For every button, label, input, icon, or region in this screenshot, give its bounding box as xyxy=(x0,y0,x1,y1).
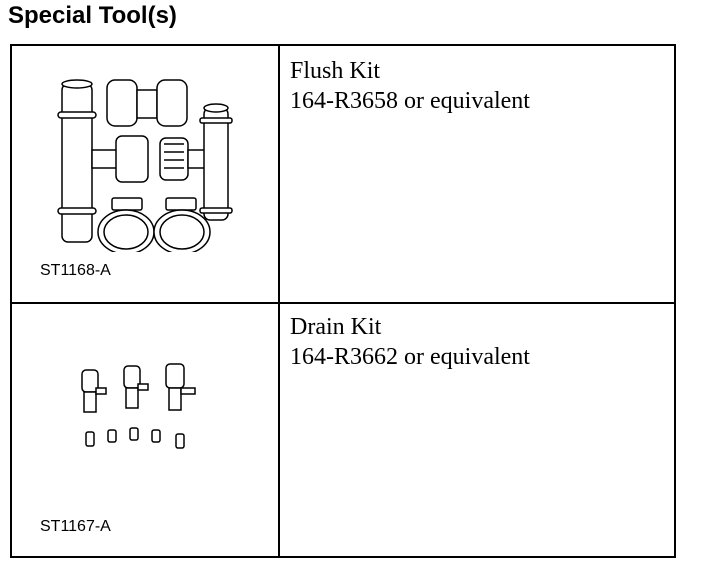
column-divider xyxy=(278,46,280,556)
page-title: Special Tool(s) xyxy=(8,2,177,29)
tool-description: Drain Kit 164-R3662 or equivalent xyxy=(290,312,530,372)
illustration-code: ST1167-A xyxy=(40,518,111,535)
drain-kit-illustration-icon xyxy=(81,363,196,449)
special-tools-table: ST1168-A Flush Kit 164-R3658 or equivale… xyxy=(10,44,676,558)
tool-name: Drain Kit xyxy=(290,314,382,340)
tool-name: Flush Kit xyxy=(290,58,381,84)
tool-description: Flush Kit 164-R3658 or equivalent xyxy=(290,56,530,116)
illustration-code: ST1168-A xyxy=(40,262,111,279)
flush-kit-illustration-icon xyxy=(57,79,233,252)
tool-part-number: 164-R3662 or equivalent xyxy=(290,344,530,370)
row-divider xyxy=(12,302,674,304)
tool-part-number: 164-R3658 or equivalent xyxy=(290,88,530,114)
